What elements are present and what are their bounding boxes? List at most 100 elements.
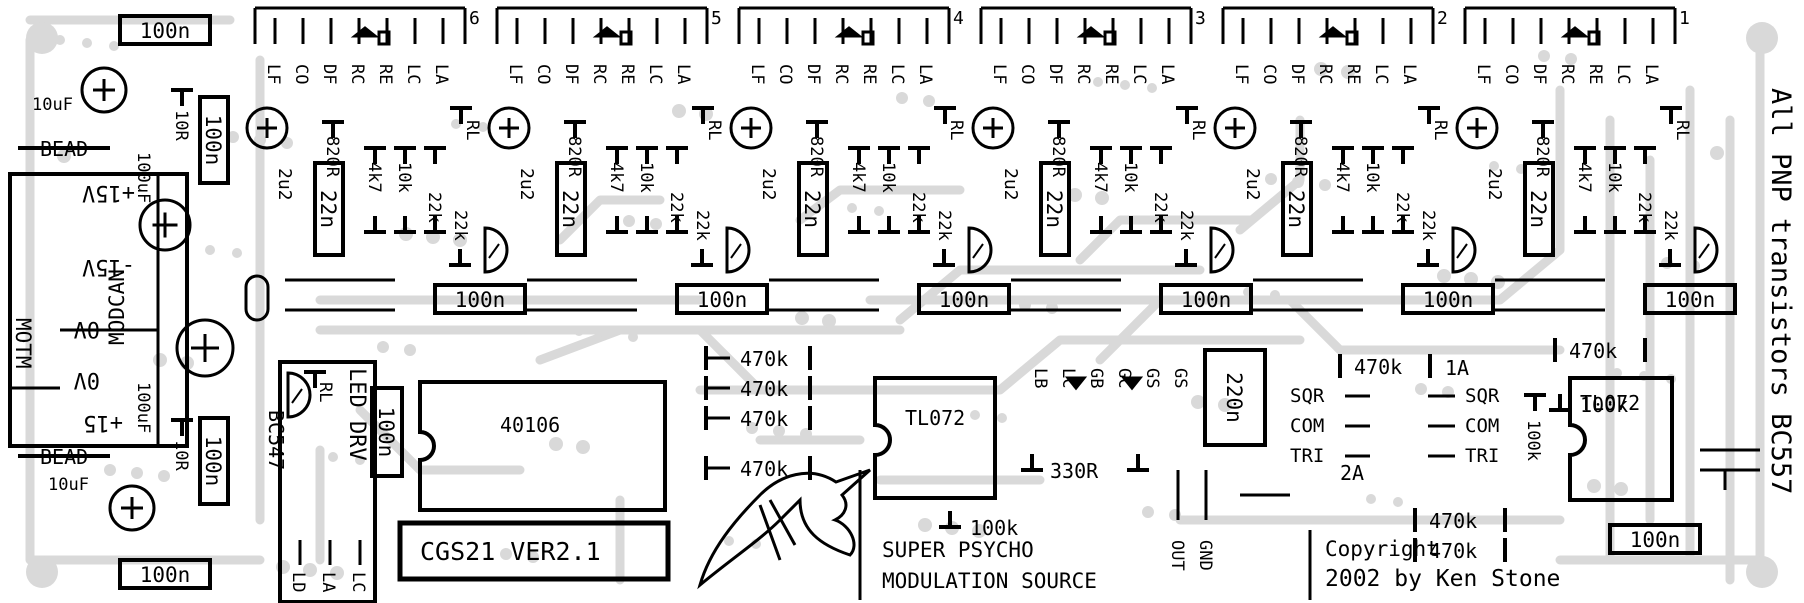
ic-tl072-a-label: TL072 [905, 406, 965, 430]
cap-100n-vert-bottom: 100n [201, 436, 225, 487]
ch4-led-square [861, 30, 875, 46]
pad [628, 332, 638, 342]
pad [923, 95, 935, 107]
ch2-pin-label-re: RE [1343, 64, 1363, 84]
pad [109, 41, 119, 51]
mounting-hole [26, 22, 58, 54]
pad [874, 206, 884, 216]
ch2-r10k-label: 10k [1362, 162, 1382, 193]
ch6-pin-label-df: DF [319, 64, 339, 84]
ch6-pin-label-rc: RC [347, 64, 367, 84]
unicorn-logo [697, 468, 871, 590]
pad [330, 566, 344, 580]
ch5-pin-label-re: RE [617, 64, 637, 84]
r100k-c-label: 100k [1523, 420, 1543, 461]
pad [478, 122, 488, 132]
pad [1464, 272, 1478, 286]
ch1-pin-label-re: RE [1585, 64, 1605, 84]
bc547-label: BC547 [264, 410, 288, 470]
mounting-hole [1746, 22, 1778, 54]
ch2-cap-2u2 [1213, 106, 1257, 150]
led-pin-label-ld: LD [288, 572, 308, 592]
led-arrow-2 [1120, 376, 1144, 391]
res-10r-top-label: 10R [171, 110, 191, 141]
pad [254, 134, 266, 146]
ch3-c22-box [1039, 161, 1071, 257]
ch2-transistor [1451, 226, 1477, 274]
ch2-c100: 100n [1423, 288, 1474, 312]
power-pin-p15: +15V [82, 180, 135, 205]
ch6-cap-2u2 [245, 106, 289, 150]
ch1-pin-label-rc: RC [1557, 64, 1577, 84]
pad [918, 518, 932, 532]
ch4-c100: 100n [939, 288, 990, 312]
pad [1068, 188, 1082, 202]
ch5-pin-label-la: LA [673, 64, 693, 84]
ch3-pin-label-lc: LC [1129, 64, 1149, 84]
wave-right-com: COM [1465, 415, 1499, 437]
ch6-pin-label-la: LA [431, 64, 451, 84]
mounting-hole [26, 556, 58, 588]
pad [1147, 83, 1157, 93]
pad [1292, 176, 1304, 188]
pad [232, 248, 242, 258]
ch5-cap-2u2 [487, 106, 531, 150]
ch1-transistor [1693, 226, 1719, 274]
ch4-r820-label: 820R [806, 136, 826, 178]
copyright-line2: 2002 by Ken Stone [1325, 566, 1560, 592]
ch2-r22k-b-label: 22k [1418, 210, 1438, 241]
title-block: CGS21 VER2.1 SUPER PSYCHO MODULATION SOU… [397, 88, 1796, 593]
ch5-c22-box [555, 161, 587, 257]
cap-100n-right: 100n [1630, 528, 1681, 552]
pad [1093, 77, 1103, 87]
ch2-number: 2 [1437, 8, 1448, 29]
pad [404, 344, 416, 356]
pad [1341, 65, 1355, 79]
ch4-r4k7-label: 4k7 [848, 162, 868, 193]
res-10r-bottom-label: 10R [171, 440, 191, 471]
ic-tl072-b-outline [1568, 376, 1674, 502]
ch4-pin-label-lc: LC [887, 64, 907, 84]
ch1-r4k7-label: 4k7 [1574, 162, 1594, 193]
ch4-r22k-label: 22k [908, 192, 928, 223]
pad [623, 215, 635, 227]
ch3-c22: 22n [1042, 190, 1066, 228]
wave-right-sqr: SQR [1465, 385, 1500, 407]
ch4-number: 4 [953, 8, 964, 29]
ch5-number: 5 [711, 8, 722, 29]
ch3-r22k-b-label: 22k [1176, 210, 1196, 241]
ch3-pin-label-rc: RC [1073, 64, 1093, 84]
cap-10uf-bottom-label: 10uF [48, 475, 89, 495]
cap-100n-topleft: 100n [140, 19, 191, 43]
ch3-c100-box [1159, 283, 1253, 315]
bead-bottom-label: BEAD [40, 445, 88, 469]
ch1-c22: 22n [1526, 190, 1550, 228]
pad [746, 422, 758, 434]
ch1-cap-2u2 [1455, 106, 1499, 150]
pad [328, 452, 338, 462]
pad [970, 410, 980, 420]
ch4-cap-2u2 [729, 106, 773, 150]
cap-100uf-top [138, 198, 192, 252]
pad [576, 440, 590, 454]
pad [131, 467, 143, 479]
ch2-rl-label: RL [1430, 120, 1450, 140]
ch4-transistor-arrow [972, 243, 984, 259]
led-pin-label-la: LA [318, 572, 338, 592]
cap-100n-bottomleft: 100n [140, 563, 191, 587]
pad [303, 563, 317, 577]
ch1-transistor-arrow [1698, 243, 1710, 259]
ch4-c22: 22n [800, 190, 824, 228]
ch4-transistor [967, 226, 993, 274]
ch3-led-arrow [1076, 26, 1106, 38]
cap-220n: 220n [1222, 372, 1246, 423]
ch4-pin-label-lf: LF [747, 64, 767, 84]
ch1-c100-box [1643, 283, 1737, 315]
power-pin-motm-15: +15 [83, 410, 123, 435]
ch6-c100-box [433, 283, 527, 315]
pad [795, 311, 809, 325]
ch3-r4k7-label: 4k7 [1090, 162, 1110, 193]
ch6-r820-label: 820R [322, 136, 342, 178]
ch6-pin-label-re: RE [375, 64, 395, 84]
